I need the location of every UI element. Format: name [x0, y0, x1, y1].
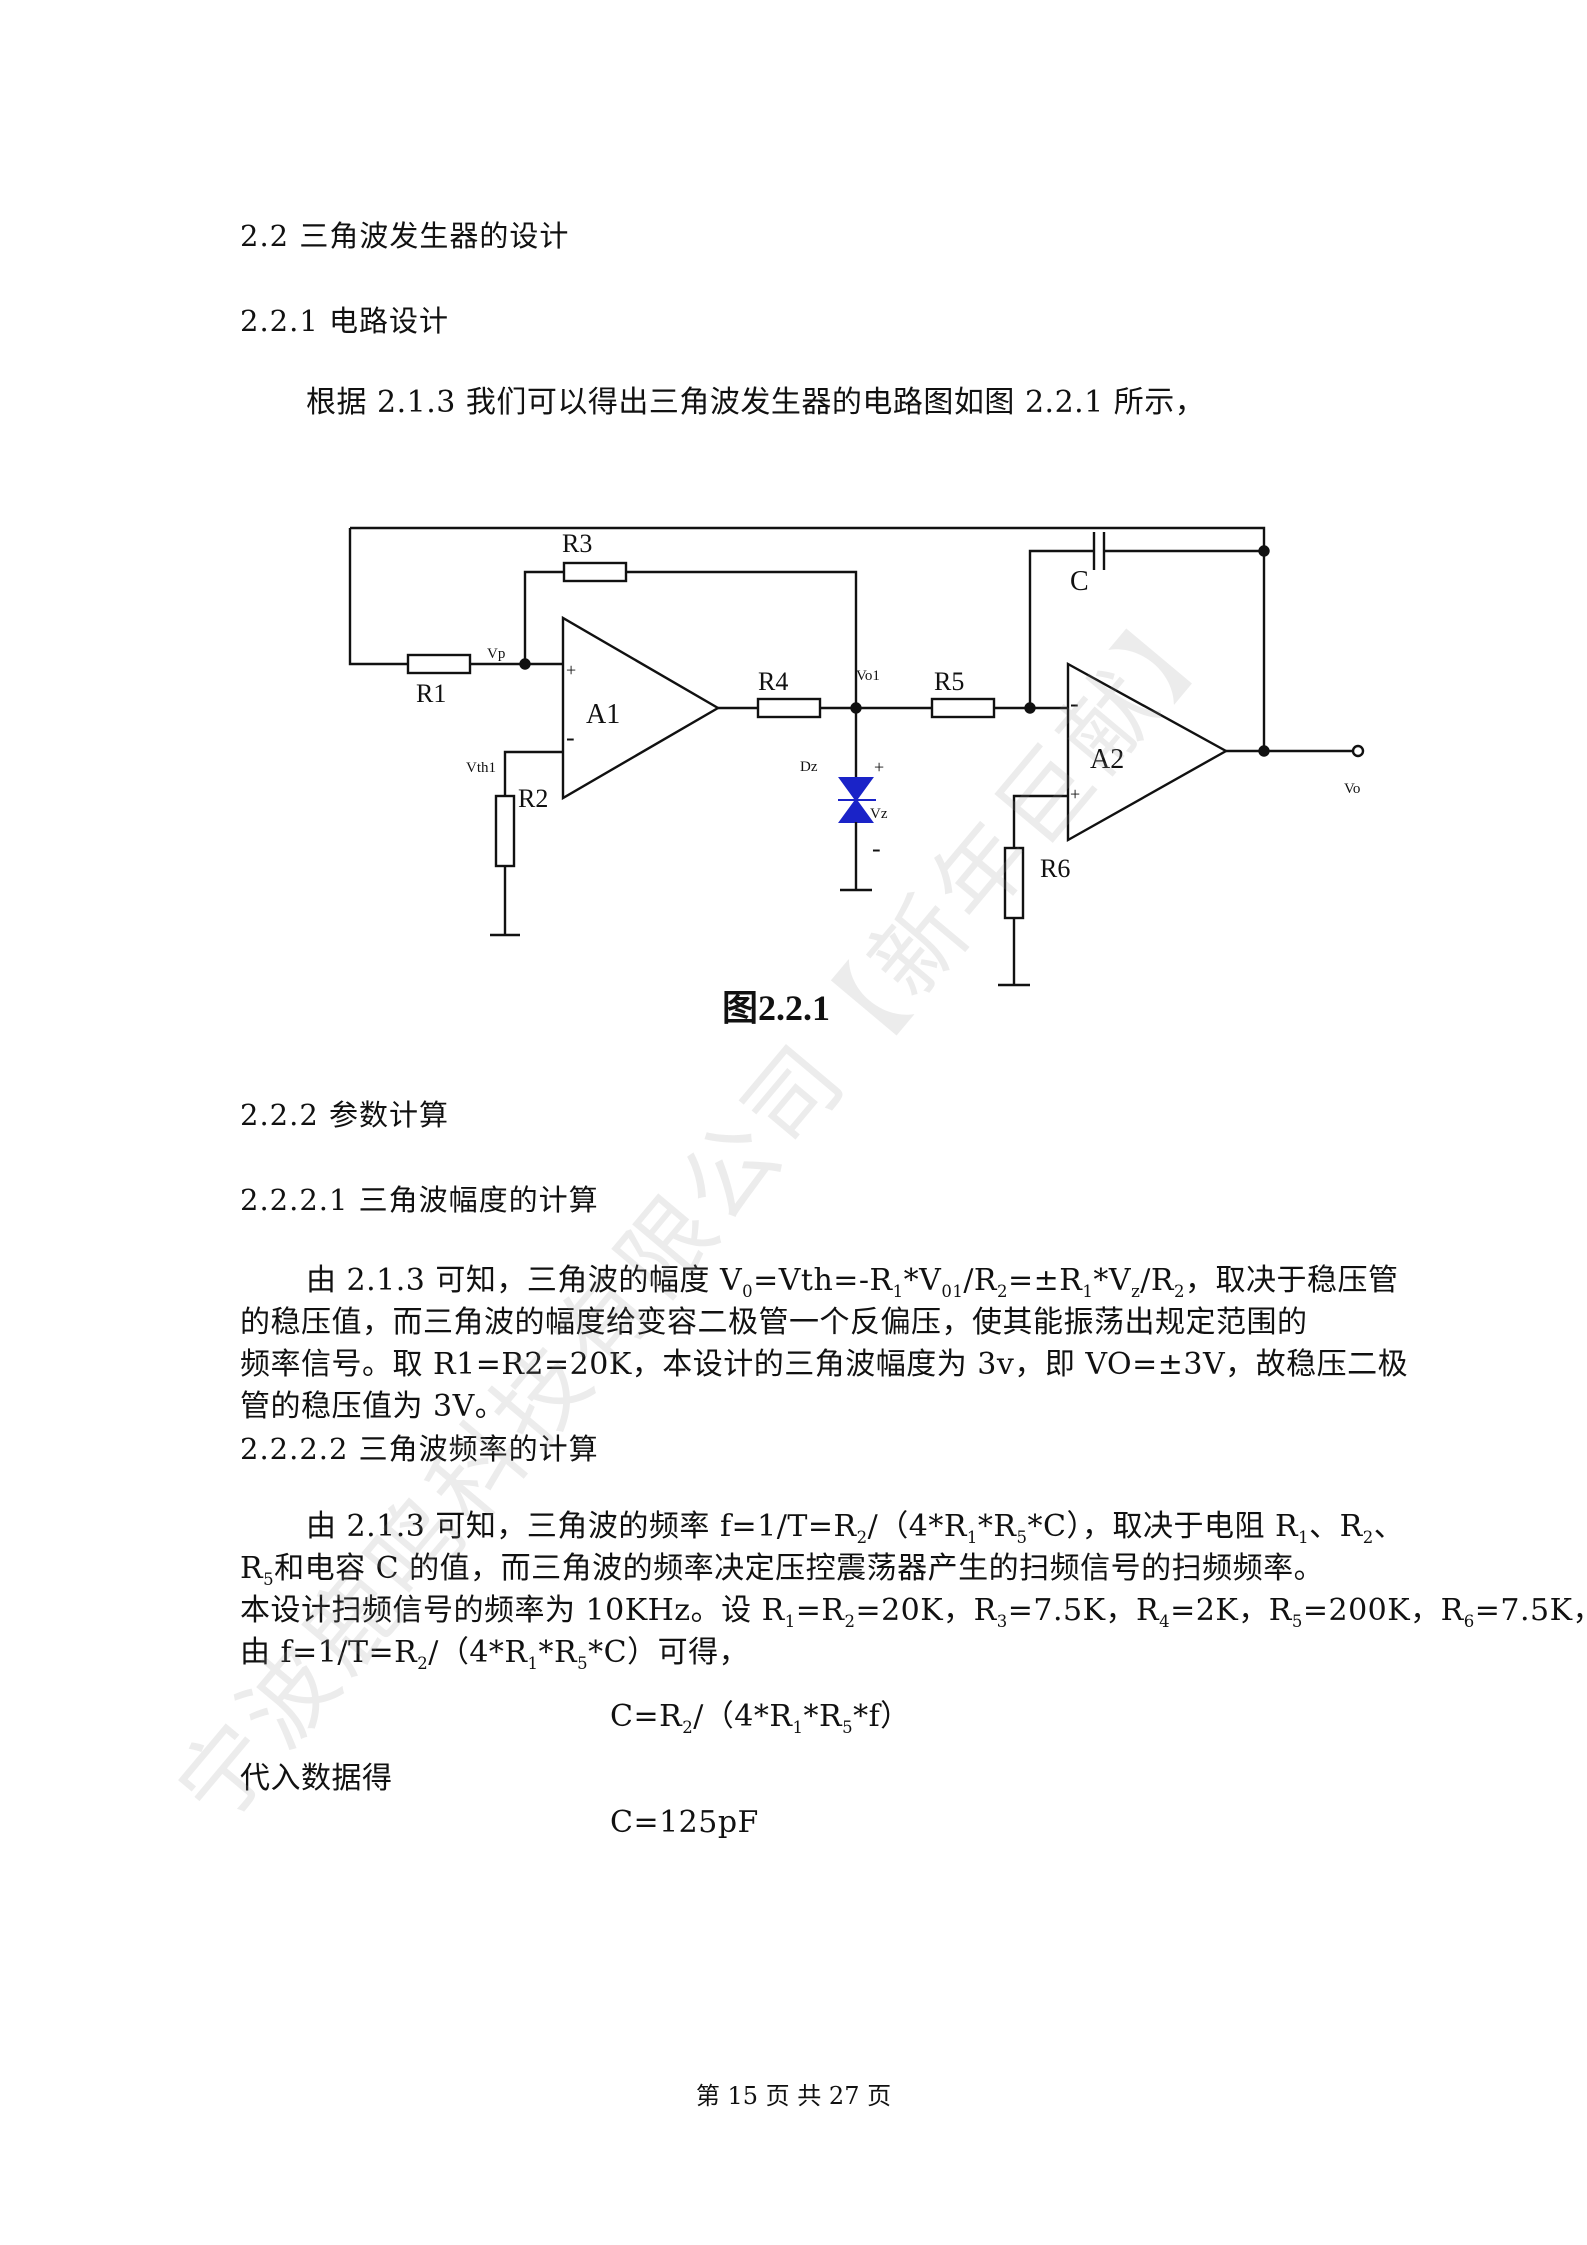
a2-opamp [1066, 661, 1229, 843]
frequency-line-3: 本设计扫频信号的频率为 10KHz。设 R1=R2=20K，R3=7.5K，R4… [240, 1593, 1587, 1631]
a1-opamp [561, 615, 721, 801]
r4-resistor [756, 697, 822, 719]
capacitance-result: C=125pF [610, 1805, 759, 1840]
page-footer: 第 15 页 共 27 页 [695, 2082, 892, 2110]
label-a2-minus: - [1070, 689, 1079, 718]
label-r1: R1 [416, 679, 446, 708]
label-vo1: Vo1 [856, 668, 880, 684]
capacitor [1092, 532, 1106, 570]
r5-resistor [930, 697, 996, 719]
label-vth1: Vth1 [466, 760, 496, 776]
frequency-line-1: 由 2.1.3 可知，三角波的频率 f=1/T=R2/（4*R1*R5*C），取… [306, 1509, 1405, 1547]
label-dz: Dz [800, 759, 818, 775]
label-r2: R2 [518, 784, 548, 813]
section-heading-2-2-2-2: 2.2.2.2 三角波频率的计算 [240, 1432, 599, 1466]
vo-terminal [1351, 744, 1365, 758]
section-heading-2-2-2: 2.2.2 参数计算 [240, 1098, 450, 1132]
r3-resistor [562, 561, 628, 583]
amplitude-line-1: 由 2.1.3 可知，三角波的幅度 V0=Vth=-R1*V01/R2=±R1*… [306, 1263, 1399, 1301]
r1-resistor [406, 653, 472, 675]
label-a1: A1 [586, 699, 620, 730]
amplitude-line-4: 管的稳压值为 3V。 [240, 1389, 506, 1424]
intro-paragraph: 根据 2.1.3 我们可以得出三角波发生器的电路图如图 2.2.1 所示， [306, 385, 1206, 420]
label-vz: Vz [870, 806, 888, 822]
label-dz-plus: + [874, 757, 884, 777]
label-r5: R5 [934, 667, 964, 696]
label-vo: Vo [1344, 781, 1360, 797]
label-dz-minus: - [872, 834, 881, 863]
frequency-line-4: 由 f=1/T=R2/（4*R1*R5*C）可得， [240, 1635, 750, 1673]
section-heading-2-2-2-1: 2.2.2.1 三角波幅度的计算 [240, 1183, 599, 1217]
label-r6: R6 [1040, 854, 1070, 883]
r6-resistor [1003, 846, 1025, 920]
section-heading-2-2: 2.2 三角波发生器的设计 [240, 219, 570, 253]
section-heading-2-2-1: 2.2.1 电路设计 [240, 304, 450, 338]
label-a2: A2 [1090, 744, 1124, 775]
label-a1-plus: + [566, 660, 576, 680]
figure-caption: 图2.2.1 [722, 988, 830, 1028]
label-a2-plus: + [1070, 784, 1080, 804]
r2-resistor [494, 794, 516, 868]
label-vp: Vp [487, 646, 505, 662]
frequency-line-2: R5和电容 C 的值，而三角波的频率决定压控震荡器产生的扫频信号的扫频频率。 [240, 1551, 1325, 1589]
capacitance-formula: C=R2/（4*R1*R5*f） [610, 1699, 911, 1737]
circuit-diagram: R3 R1 Vp + - A1 Vth1 R2 R4 Vo1 Dz + Vz -… [348, 526, 1365, 1028]
label-r4: R4 [758, 667, 788, 696]
label-r3: R3 [562, 529, 592, 558]
amplitude-line-3: 频率信号。取 R1=R2=20K，本设计的三角波幅度为 3v，即 VO=±3V，… [240, 1347, 1409, 1382]
label-a1-minus: - [566, 723, 575, 752]
amplitude-line-2: 的稳压值，而三角波的幅度给变容二极管一个反偏压，使其能振荡出规定范围的 [240, 1305, 1308, 1340]
label-c: C [1070, 566, 1089, 597]
substitute-text: 代入数据得 [240, 1761, 393, 1796]
